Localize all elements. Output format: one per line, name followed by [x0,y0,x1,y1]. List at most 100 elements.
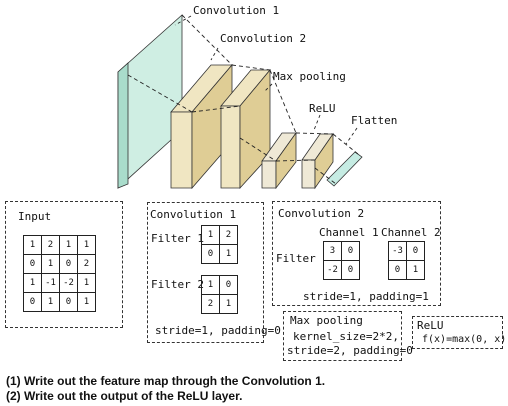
conv2-volume [220,68,271,190]
maxpool-title: Max pooling [290,314,363,327]
matrix-cell: 3 [323,241,342,261]
connector-line [239,137,277,162]
label-maxpool: Max pooling [273,70,346,83]
maxpool-block-front [261,160,277,189]
matrix-row: 0 1 [388,260,425,280]
maxpool-panel: Max pooling kernel_size=2*2, stride=2, p… [283,311,413,361]
matrix-row: 1 -1 -2 1 [23,273,96,293]
matrix-cell: 1 [77,273,96,293]
matrix-cell: 1 [219,294,238,314]
input-volume [117,14,183,189]
matrix-cell: 1 [406,260,425,280]
matrix-cell: 1 [23,273,42,293]
connector-line [295,132,334,135]
matrix-row: 3 0 [323,241,360,261]
matrix-cell: 1 [77,235,96,255]
conv1-panel: Convolution 1 Filter 1 1 2 0 1 Filter 2 … [147,202,281,343]
input-panel: Input 1 2 1 1 0 1 0 2 1 -1 -2 1 0 1 0 1 [5,201,123,328]
architecture-labels: Convolution 1 Convolution 2 Max pooling … [193,4,397,127]
conv1-params: stride=1, padding=0 [155,324,281,337]
matrix-cell: 0 [219,275,238,295]
connector-line [269,69,297,134]
relu-title: ReLU [417,319,444,332]
input-title: Input [18,210,52,223]
conv2-channel2-matrix: -3 0 0 1 [388,241,425,280]
matrix-cell: 0 [23,292,42,312]
matrix-cell: 1 [23,235,42,255]
relu-panel: ReLU f(x)=max(0, x) [412,316,507,349]
conv2-panel: Convolution 2 Channel 1 Channel 2 Filter… [272,201,441,306]
matrix-cell: -2 [323,260,342,280]
matrix-row: 1 0 [201,275,238,295]
matrix-row: 1 2 1 1 [23,235,96,255]
connector-line [191,105,241,113]
conv2-channel1-label: Channel 1 [319,226,379,239]
connector-line [332,133,359,155]
question-1: (1) Write out the feature map through th… [6,374,326,388]
flatten-block [326,151,363,187]
input-block-front [117,62,129,189]
matrix-cell: 1 [77,292,96,312]
matrix-row: 0 1 [201,244,238,264]
label-flatten: Flatten [351,114,397,127]
conv2-channel2-label: Channel 2 [381,226,441,239]
matrix-cell: 2 [41,235,60,255]
connector-line [127,74,193,113]
relu-formula: f(x)=max(0, x) [422,334,507,345]
matrix-cell: 0 [23,254,42,274]
matrix-cell: 0 [59,254,78,274]
conv1-filter2-matrix: 1 0 2 1 [201,275,238,314]
matrix-cell: 2 [77,254,96,274]
matrix-cell: 0 [406,241,425,261]
flatten-volume [326,151,363,187]
matrix-cell: 1 [59,235,78,255]
connector-lines [127,14,359,185]
leader-line [313,114,321,131]
matrix-cell: 2 [201,294,220,314]
connector-line [314,167,337,185]
matrix-row: -2 0 [323,260,360,280]
matrix-row: 1 2 [201,225,238,245]
leader-line [345,127,358,145]
matrix-cell: 0 [201,244,220,264]
matrix-cell: 0 [341,260,360,280]
matrix-row: -3 0 [388,241,425,261]
conv1-filter1-matrix: 1 2 0 1 [201,225,238,264]
connector-line [181,14,233,66]
conv1-filter1-label: Filter 1 [151,232,204,245]
conv2-title: Convolution 2 [278,207,365,220]
matrix-cell: 1 [201,275,220,295]
matrix-cell: 1 [201,225,220,245]
matrix-cell: 1 [219,244,238,264]
matrix-cell: 0 [59,292,78,312]
relu-block-side [314,132,334,190]
label-conv1: Convolution 1 [193,4,279,17]
architecture-diagram: Convolution 1 Convolution 2 Max pooling … [117,4,397,190]
leader-line [210,47,219,61]
maxpool-line1: kernel_size=2*2, [293,330,399,343]
leader-line [263,83,273,93]
question-2: (2) Write out the output of the ReLU lay… [6,389,243,403]
relu-volume [301,132,334,190]
matrix-cell: 0 [341,241,360,261]
conv2-params: stride=1, padding=1 [303,290,429,303]
matrix-cell: -1 [41,273,60,293]
matrix-row: 2 1 [201,294,238,314]
conv1-block-front [170,111,193,189]
relu-block-front [301,159,316,189]
input-matrix: 1 2 1 1 0 1 0 2 1 -1 -2 1 0 1 0 1 [23,235,96,312]
label-conv2: Convolution 2 [220,32,306,45]
matrix-cell: 1 [41,254,60,274]
label-relu: ReLU [309,102,336,115]
conv1-filter2-label: Filter 2 [151,278,204,291]
matrix-cell: 0 [388,260,407,280]
matrix-cell: -2 [59,273,78,293]
conv2-filter-label: Filter [276,252,316,265]
label-leaders [174,15,358,145]
matrix-row: 0 1 0 1 [23,292,96,312]
matrix-cell: 1 [41,292,60,312]
conv2-channel1-matrix: 3 0 -2 0 [323,241,360,280]
matrix-row: 0 1 0 2 [23,254,96,274]
matrix-cell: -3 [388,241,407,261]
conv2-block-front [220,105,241,189]
